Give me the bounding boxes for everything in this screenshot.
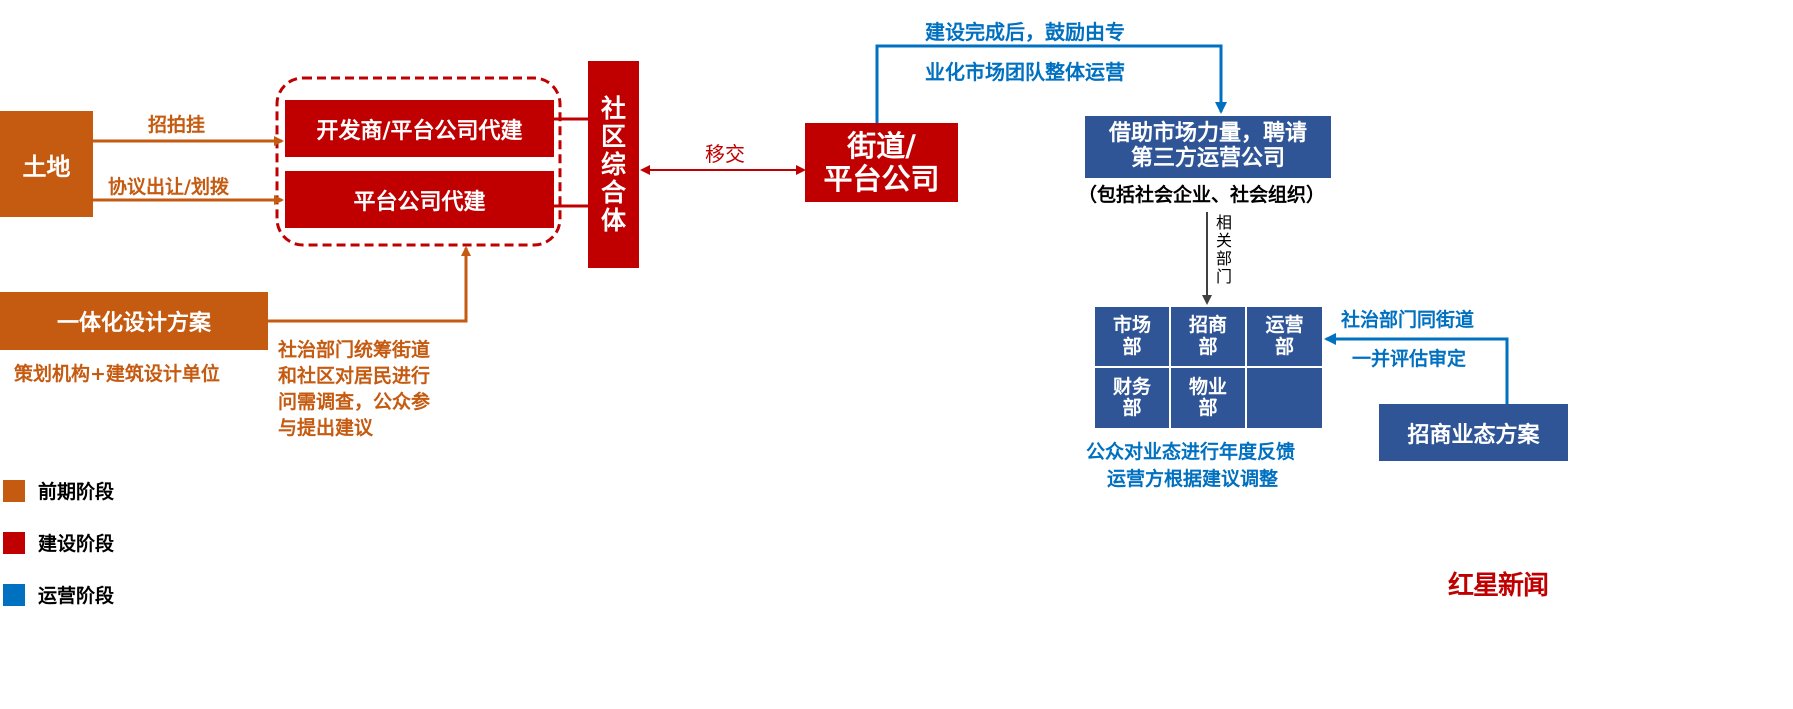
- dept-operation-line1: 运营: [1265, 314, 1304, 337]
- community-complex-box: 社 区 综 合 体: [588, 61, 639, 268]
- street-platform-line1: 街道/: [847, 129, 916, 164]
- transfer-label: 移交: [705, 142, 745, 166]
- after-completion-line1: 建设完成后，鼓励由专: [925, 20, 1125, 44]
- survey-line2: 和社区对居民进行: [278, 365, 431, 387]
- related-dept-char-2: 关: [1215, 230, 1232, 250]
- dept-property-line1: 物业: [1188, 375, 1227, 398]
- related-dept-char-3: 部: [1215, 248, 1232, 268]
- dept-operation-line2: 部: [1274, 335, 1294, 358]
- arrow-merchant-to-departments: [1324, 333, 1509, 404]
- developer-build-label: 开发商/平台公司代建: [316, 118, 523, 144]
- dept-market-line1: 市场: [1112, 314, 1151, 337]
- merchant-plan-box: 招商业态方案: [1379, 404, 1568, 461]
- land-label: 土地: [22, 152, 71, 181]
- survey-line4: 与提出建议: [278, 417, 374, 439]
- dept-investment-line2: 部: [1198, 335, 1218, 358]
- dept-finance: 财务 部: [1095, 368, 1169, 428]
- complex-char-3: 综: [600, 149, 626, 179]
- joint-review-line2: 一并评估审定: [1352, 348, 1467, 370]
- feedback-line2: 运营方根据建议调整: [1107, 468, 1279, 490]
- merchant-plan-label: 招商业态方案: [1407, 422, 1540, 448]
- joint-review-line1: 社治部门同街道: [1341, 309, 1475, 331]
- dept-property: 物业 部: [1171, 368, 1245, 428]
- legend-swatch-operation: [3, 584, 25, 606]
- third-party-box: 借助市场力量，聘请 第三方运营公司: [1085, 116, 1331, 178]
- survey-line1: 社治部门统筹街道: [278, 339, 431, 361]
- dept-finance-line2: 部: [1122, 397, 1142, 419]
- agreement-label: 协议出让/划拨: [108, 176, 229, 198]
- survey-line3: 问需调查，公众参: [278, 391, 431, 413]
- third-party-note: （包括社会企业、社会组织）: [1078, 184, 1326, 206]
- dept-finance-line1: 财务: [1112, 375, 1151, 398]
- departments-grid: 市场 部 招商 部 运营 部 财务 部 物业 部: [1095, 307, 1322, 428]
- watermark-logo: 红星新闻: [1448, 571, 1549, 601]
- dept-market-line2: 部: [1122, 335, 1142, 358]
- related-dept-char-1: 相: [1215, 213, 1232, 232]
- arrow-street-to-thirdparty: [875, 44, 1227, 123]
- arrow-design-to-build: [268, 246, 471, 323]
- legend-label-operation: 运营阶段: [38, 585, 115, 607]
- platform-build-label: 平台公司代建: [353, 189, 486, 215]
- integrated-design-label: 一体化设计方案: [56, 311, 211, 336]
- connector-lines: [93, 44, 1509, 404]
- developer-build-box: 开发商/平台公司代建: [285, 100, 554, 157]
- complex-char-2: 区: [600, 121, 626, 151]
- feedback-line1: 公众对业态进行年度反馈: [1086, 441, 1296, 463]
- dept-market: 市场 部: [1095, 307, 1169, 366]
- third-party-line1: 借助市场力量，聘请: [1108, 121, 1307, 147]
- related-dept-char-4: 门: [1215, 266, 1232, 286]
- integrated-design-box: 一体化设计方案: [0, 292, 268, 350]
- related-dept-label: 相 关 部 门: [1214, 214, 1234, 286]
- third-party-line2: 第三方运营公司: [1130, 146, 1285, 171]
- after-completion-line2: 业化市场团队整体运营: [925, 60, 1125, 84]
- dept-investment-line1: 招商: [1188, 314, 1227, 337]
- land-box: 土地: [0, 111, 93, 217]
- auction-label: 招拍挂: [148, 114, 206, 136]
- street-platform-line2: 平台公司: [823, 161, 940, 196]
- complex-char-4: 合: [600, 177, 626, 207]
- dept-property-line2: 部: [1198, 397, 1218, 419]
- dept-empty-cell: [1247, 368, 1322, 428]
- complex-char-5: 体: [600, 205, 626, 235]
- planning-units-label: 策划机构+建筑设计单位: [14, 363, 220, 385]
- platform-build-box: 平台公司代建: [285, 171, 554, 228]
- dept-operation: 运营 部: [1247, 307, 1322, 366]
- legend-label-preliminary: 前期阶段: [38, 481, 115, 503]
- legend-swatch-construction: [3, 532, 25, 554]
- complex-char-1: 社: [600, 93, 626, 123]
- build-group-outline: [275, 76, 562, 247]
- legend-swatch-preliminary: [3, 480, 25, 502]
- legend-label-construction: 建设阶段: [38, 533, 115, 555]
- dept-investment: 招商 部: [1171, 307, 1245, 366]
- street-platform-box: 街道/ 平台公司: [805, 123, 958, 202]
